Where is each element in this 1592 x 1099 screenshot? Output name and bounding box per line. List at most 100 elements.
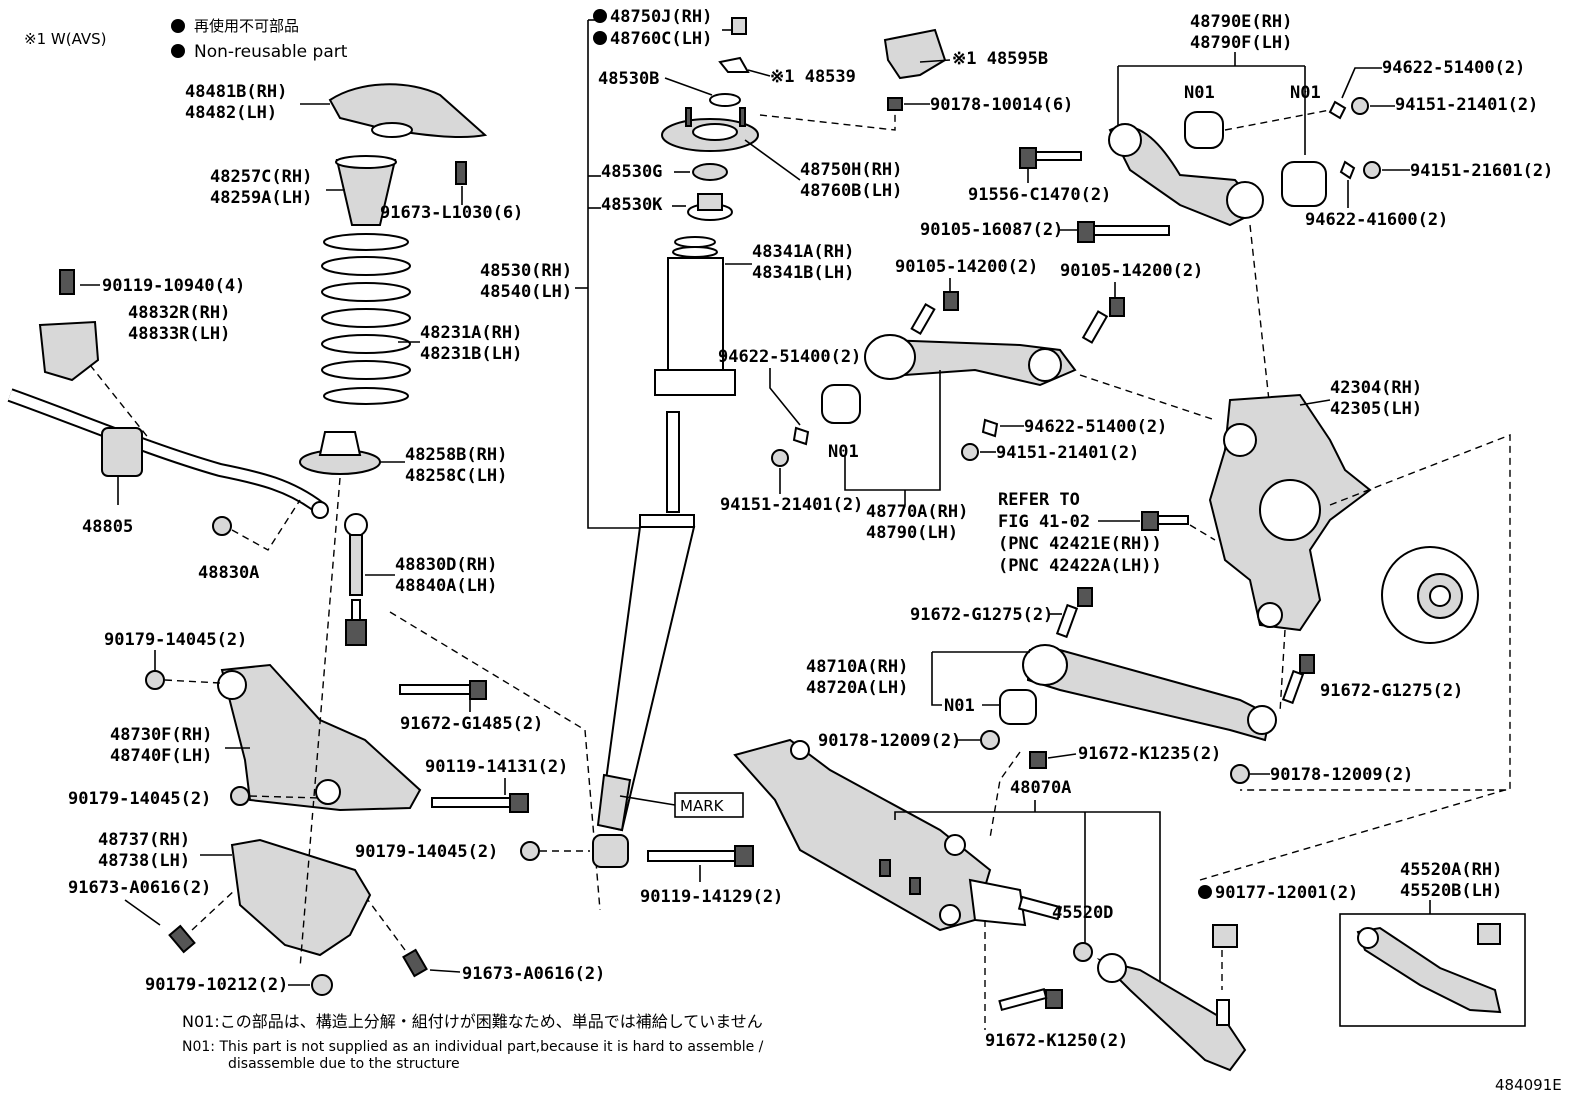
label-90179-10212: 90179-10212(2): [145, 975, 288, 995]
label-91673-a0616-b: 91673-A0616(2): [462, 964, 605, 984]
stabilizer-bracket-part: [38, 320, 100, 382]
label-48530g: 48530G: [601, 162, 662, 182]
nut-part: [520, 841, 540, 861]
washer-part: [709, 93, 741, 107]
nonreusable-dot-icon: [593, 31, 607, 45]
label-42305: 42305(LH): [1330, 399, 1422, 419]
mark-label: MARK: [680, 797, 725, 815]
nut-part: [230, 786, 250, 806]
label-48710a: 48710A(RH): [806, 657, 908, 677]
label-90179-14045-a: 90179-14045(2): [104, 630, 247, 650]
label-48750j: 48750J(RH): [610, 7, 712, 27]
nut-part: [1351, 97, 1369, 115]
nut-part: [311, 974, 333, 996]
label-48832r: 48832R(RH): [128, 303, 230, 323]
label-48482: 48482(LH): [185, 103, 277, 123]
bolt-part: [402, 948, 428, 978]
stabilizer-bushing-part: [101, 427, 143, 477]
nonreusable-dot-icon: [171, 19, 185, 33]
label-45520d: 45520D: [1052, 903, 1113, 923]
label-91672-k1235: 91672-K1235(2): [1078, 744, 1221, 764]
label-48770a: 48770A(RH): [866, 502, 968, 522]
label-48830d: 48830D(RH): [395, 555, 497, 575]
label-90178-10014: 90178-10014(6): [930, 95, 1073, 115]
bolt-part: [168, 924, 196, 954]
lower-arm-cover-part: [230, 838, 372, 957]
label-94151-21401-c: 94151-21401(2): [996, 443, 1139, 463]
bolt-part: [1077, 221, 1095, 243]
note-n01-en-1: N01: This part is not supplied as an ind…: [182, 1039, 764, 1055]
washer-part: [1328, 100, 1347, 120]
refer-line-3: (PNC 42421E(RH)): [998, 534, 1162, 554]
nut-part: [145, 670, 165, 690]
shock-absorber-part: [592, 411, 696, 868]
label-48790: 48790(LH): [866, 523, 958, 543]
label-94151-21601: 94151-21601(2): [1410, 161, 1553, 181]
label-n01-lower: N01: [944, 696, 975, 716]
label-48595b: ※1 48595B: [952, 49, 1048, 69]
nut-part: [887, 97, 903, 111]
label-n01-upper-a: N01: [1184, 83, 1215, 103]
label-48539: ※1 48539: [770, 67, 856, 87]
label-48790f: 48790F(LH): [1190, 33, 1292, 53]
label-94622-51400-c: 94622-51400(2): [1024, 417, 1167, 437]
label-48530b: 48530B: [598, 69, 659, 89]
label-48720a: 48720A(LH): [806, 678, 908, 698]
label-48481b: 48481B(RH): [185, 82, 287, 102]
dust-boot-part: [654, 236, 736, 396]
bushing-part: [999, 689, 1037, 725]
label-90105-14200-a: 90105-14200(2): [895, 257, 1038, 277]
label-n01-link: N01: [828, 442, 859, 462]
label-48750h: 48750H(RH): [800, 160, 902, 180]
label-45520b: 45520B(LH): [1400, 881, 1502, 901]
label-48231a: 48231A(RH): [420, 323, 522, 343]
nonreusable-dot-icon: [593, 9, 607, 23]
label-94151-21401-b: 94151-21401(2): [720, 495, 863, 515]
seat-hole-part: [371, 122, 413, 138]
bolt-part: [1077, 587, 1093, 607]
nonreusable-jp: 再使用不可部品: [194, 17, 299, 35]
bolt-part: [1299, 654, 1315, 674]
label-48258b: 48258B(RH): [405, 445, 507, 465]
label-48530k: 48530K: [601, 195, 663, 215]
refer-line-2: FIG 41-02: [998, 512, 1090, 532]
bolt-part: [943, 291, 959, 311]
upper-link-arm-part: [883, 338, 1077, 387]
label-91673-l1030: 91673-L1030(6): [380, 203, 523, 223]
label-90119-10940: 90119-10940(4): [102, 276, 245, 296]
upper-nut-part: [731, 17, 747, 35]
coil-spring-part: [321, 233, 411, 405]
bolt-part: [399, 684, 471, 695]
label-48833r: 48833R(LH): [128, 324, 230, 344]
nonreusable-dot-icon: [1198, 885, 1212, 899]
label-48790e: 48790E(RH): [1190, 12, 1292, 32]
nut-part: [1073, 942, 1093, 962]
label-90119-14131: 90119-14131(2): [425, 757, 568, 777]
washer-part: [1339, 160, 1356, 180]
washer-part: [792, 426, 810, 446]
label-90105-14200-b: 90105-14200(2): [1060, 261, 1203, 281]
label-48805: 48805: [82, 517, 133, 537]
nut-part: [771, 449, 789, 467]
label-94151-21401-a: 94151-21401(2): [1395, 95, 1538, 115]
bolt-part: [1045, 989, 1063, 1009]
label-48760b: 48760B(LH): [800, 181, 902, 201]
label-48259a: 48259A(LH): [210, 188, 312, 208]
nut-part: [1230, 764, 1250, 784]
nut-part: [1363, 161, 1381, 179]
nut-part: [1212, 924, 1238, 948]
nut-part: [212, 516, 232, 536]
nonreusable-en: Non-reusable part: [194, 42, 348, 62]
label-90177-12001: 90177-12001(2): [1215, 883, 1358, 903]
label-94622-41600: 94622-41600(2): [1305, 210, 1448, 230]
label-90179-14045-b: 90179-14045(2): [68, 789, 211, 809]
bolt-part: [1019, 147, 1037, 169]
label-n01-upper-b: N01: [1290, 83, 1321, 103]
axle-hub-part: [1381, 546, 1479, 644]
label-48840a: 48840A(LH): [395, 576, 497, 596]
mark-box: [674, 792, 744, 818]
label-91672-k1250: 91672-K1250(2): [985, 1031, 1128, 1051]
label-94622-51400-a: 94622-51400(2): [1382, 58, 1525, 78]
tie-rod-end-inset-part: [1356, 926, 1502, 1014]
bolt-part: [1029, 751, 1047, 769]
